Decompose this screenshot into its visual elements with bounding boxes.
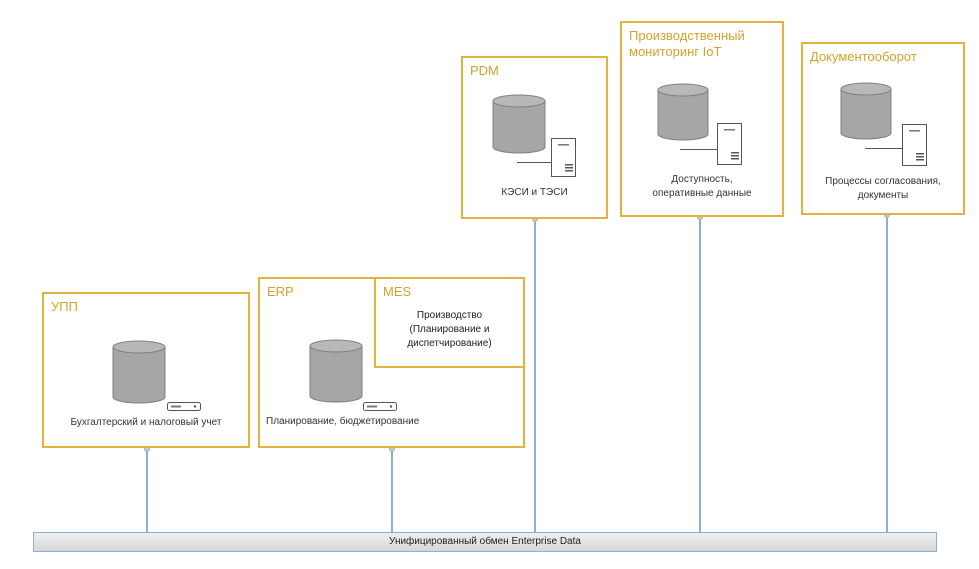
title-line: Производственный: [629, 28, 745, 43]
connector-pdm: [534, 219, 536, 532]
description-line: документы: [857, 190, 909, 201]
system-description: Бухгалтерский и налоговый учет: [70, 417, 222, 428]
connector-iot: [699, 217, 701, 532]
system-iot: Производственный мониторинг IoT Доступно…: [620, 21, 784, 217]
system-title: УПП: [51, 299, 78, 314]
system-pdm: PDM КЭСИ и ТЭСИ: [461, 56, 608, 219]
system-description: Процессы согласования, документы: [803, 175, 963, 203]
connector-erp: [391, 448, 393, 532]
database-icon: [657, 83, 709, 141]
description-line: Доступность,: [671, 174, 733, 185]
description-line: Производство: [416, 310, 483, 321]
system-title: MES: [383, 284, 412, 299]
description-line: Процессы согласования,: [825, 176, 941, 187]
server-icon: [517, 138, 576, 177]
description-line: диспетчирование): [407, 338, 492, 349]
system-mes: MES Производство (Планирование и диспетч…: [374, 277, 525, 368]
system-title: PDM: [470, 63, 499, 78]
database-icon: [492, 94, 546, 154]
system-description: Планирование, бюджетирование: [266, 416, 420, 427]
connector-upp: [146, 448, 148, 532]
server-icon: [865, 124, 927, 166]
system-description: Доступность, оперативные данные: [622, 173, 782, 201]
system-title: Документооборот: [810, 49, 917, 64]
rack-server-icon: [167, 402, 201, 411]
system-title: ERP: [267, 284, 294, 299]
database-icon: [840, 82, 892, 140]
description-line: (Планирование и: [409, 324, 490, 335]
system-upp: УПП Бухгалтерский и налоговый учет: [42, 292, 250, 448]
server-icon: [680, 123, 742, 165]
system-docs: Документооборот Процессы согласования, д…: [801, 42, 965, 215]
database-icon: [309, 339, 363, 403]
enterprise-data-bus: Унифицированный обмен Enterprise Data: [33, 532, 937, 552]
connector-docs: [886, 215, 888, 532]
rack-server-icon: [363, 402, 397, 411]
description-line: оперативные данные: [652, 188, 752, 199]
database-icon: [112, 340, 166, 404]
title-line: мониторинг IoT: [629, 44, 722, 59]
system-description: Производство (Планирование и диспетчиров…: [376, 309, 523, 351]
system-description: КЭСИ и ТЭСИ: [501, 187, 568, 198]
system-title: Производственный мониторинг IoT: [629, 28, 745, 60]
